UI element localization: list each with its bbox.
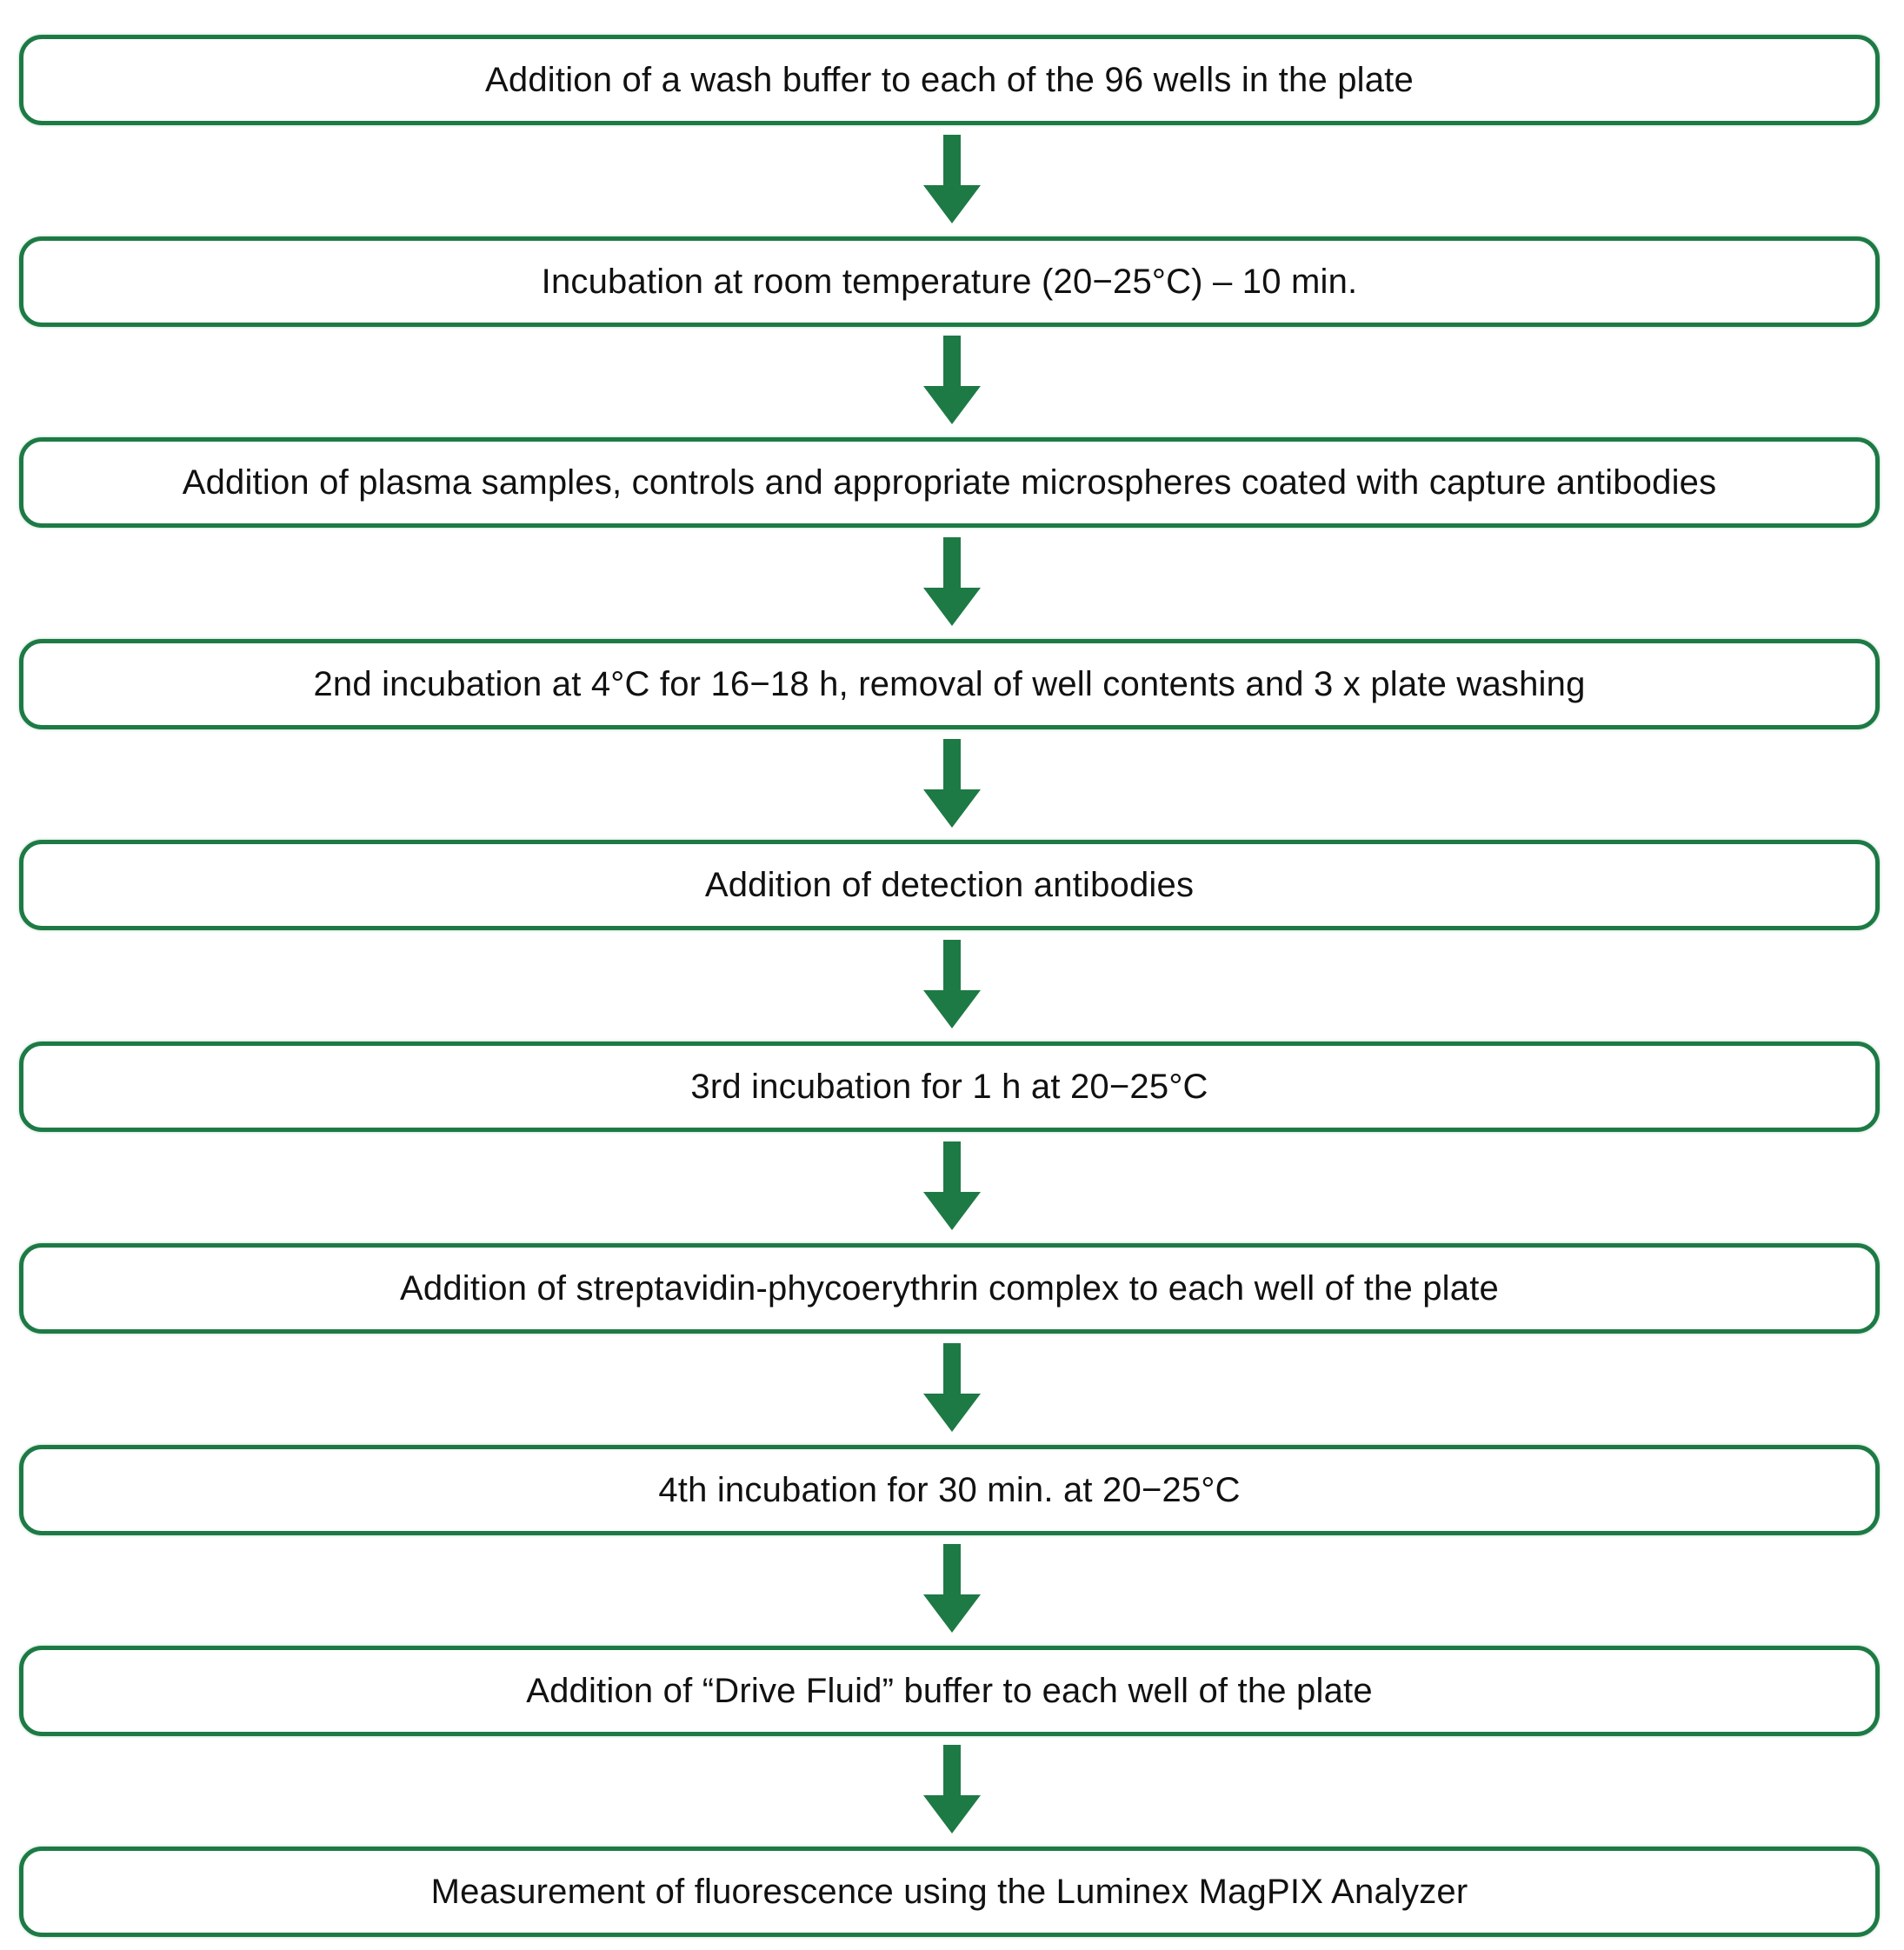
step-label-3: Addition of plasma samples, controls and… <box>182 463 1717 502</box>
step-box-9: Addition of “Drive Fluid” buffer to each… <box>19 1646 1880 1736</box>
step-label-7: Addition of streptavidin-phycoerythrin c… <box>400 1268 1499 1308</box>
step-label-6: 3rd incubation for 1 h at 20−25°C <box>690 1067 1208 1106</box>
step-box-3: Addition of plasma samples, controls and… <box>19 437 1880 528</box>
step-box-7: Addition of streptavidin-phycoerythrin c… <box>19 1243 1880 1334</box>
step-label-4: 2nd incubation at 4°C for 16−18 h, remov… <box>313 664 1586 703</box>
step-box-6: 3rd incubation for 1 h at 20−25°C <box>19 1042 1880 1132</box>
step-label-5: Addition of detection antibodies <box>704 865 1195 904</box>
arrow-down-icon <box>923 1544 981 1633</box>
step-box-5: Addition of detection antibodies <box>19 840 1880 930</box>
step-label-10: Measurement of fluorescence using the Lu… <box>430 1872 1468 1911</box>
arrow-down-icon <box>923 1141 981 1230</box>
step-box-8: 4th incubation for 30 min. at 20−25°C <box>19 1445 1880 1535</box>
step-label-2: Incubation at room temperature (20−25°C)… <box>541 262 1358 301</box>
step-box-2: Incubation at room temperature (20−25°C)… <box>19 236 1880 327</box>
arrow-down-icon <box>923 739 981 828</box>
arrow-down-icon <box>923 537 981 626</box>
arrow-down-icon <box>923 940 981 1028</box>
step-label-1: Addition of a wash buffer to each of the… <box>485 60 1414 99</box>
step-label-9: Addition of “Drive Fluid” buffer to each… <box>526 1671 1373 1710</box>
step-box-1: Addition of a wash buffer to each of the… <box>19 35 1880 125</box>
step-label-8: 4th incubation for 30 min. at 20−25°C <box>658 1470 1241 1509</box>
step-box-10: Measurement of fluorescence using the Lu… <box>19 1847 1880 1937</box>
step-box-4: 2nd incubation at 4°C for 16−18 h, remov… <box>19 639 1880 729</box>
arrow-down-icon <box>923 336 981 424</box>
arrow-down-icon <box>923 135 981 223</box>
arrow-down-icon <box>923 1343 981 1432</box>
arrow-down-icon <box>923 1745 981 1834</box>
